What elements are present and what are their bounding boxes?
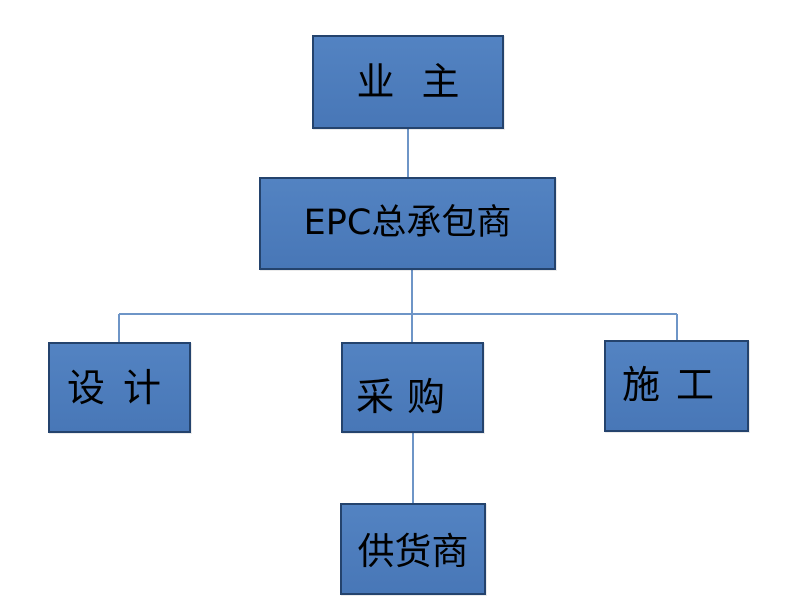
epc-general-contractor-label: EPC总承包商	[303, 203, 512, 243]
design-node: 设计	[48, 342, 191, 433]
design-label: 设计	[67, 365, 180, 410]
owner-label: 业主	[356, 60, 487, 104]
procurement-label: 采购	[356, 374, 459, 419]
construction-node: 施工	[604, 340, 749, 432]
supplier-node: 供货商	[340, 503, 486, 595]
construction-label: 施工	[622, 363, 731, 407]
epc-general-contractor-node: EPC总承包商	[259, 177, 556, 270]
procurement-node: 采购	[341, 342, 484, 433]
supplier-label: 供货商	[357, 529, 469, 573]
owner-node: 业主	[312, 35, 504, 129]
